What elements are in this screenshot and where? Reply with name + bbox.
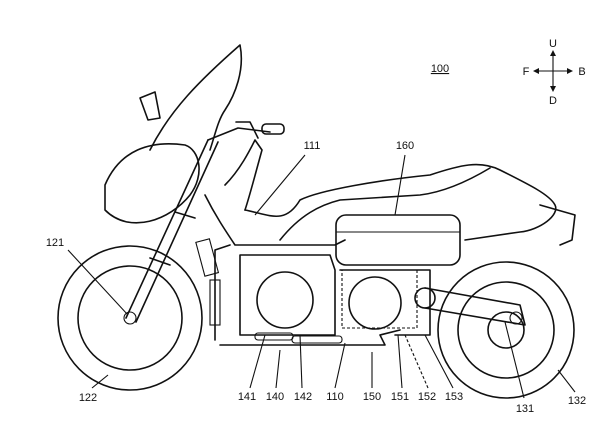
rear-wheel [437, 261, 575, 399]
battery-unit [335, 214, 461, 266]
label-152: 152 [418, 391, 436, 403]
label-150: 150 [363, 391, 381, 403]
label-110: 110 [326, 391, 344, 403]
label-122: 122 [79, 392, 97, 404]
swingarm [414, 287, 526, 326]
figure-label: 100 [431, 63, 449, 75]
direction-compass: U D F B [523, 38, 586, 107]
label-151: 151 [391, 391, 409, 403]
label-142: 142 [294, 391, 312, 403]
label-132: 132 [568, 395, 586, 407]
compass-up-label: U [549, 38, 557, 50]
label-140: 140 [266, 391, 284, 403]
label-121: 121 [46, 237, 64, 249]
body-frame [195, 163, 576, 346]
front-fork [125, 121, 285, 323]
compass-down-label: D [549, 95, 557, 107]
label-111: 111 [304, 140, 321, 152]
label-131: 131 [516, 403, 534, 415]
label-141: 141 [238, 391, 256, 403]
compass-back-label: B [578, 66, 585, 78]
compass-front-label: F [523, 66, 530, 78]
drive-units [239, 254, 431, 344]
front-wheel [57, 245, 203, 391]
leader-lines [67, 154, 576, 399]
label-153: 153 [445, 391, 463, 403]
front-cowl [104, 44, 263, 224]
label-160: 160 [396, 140, 414, 152]
